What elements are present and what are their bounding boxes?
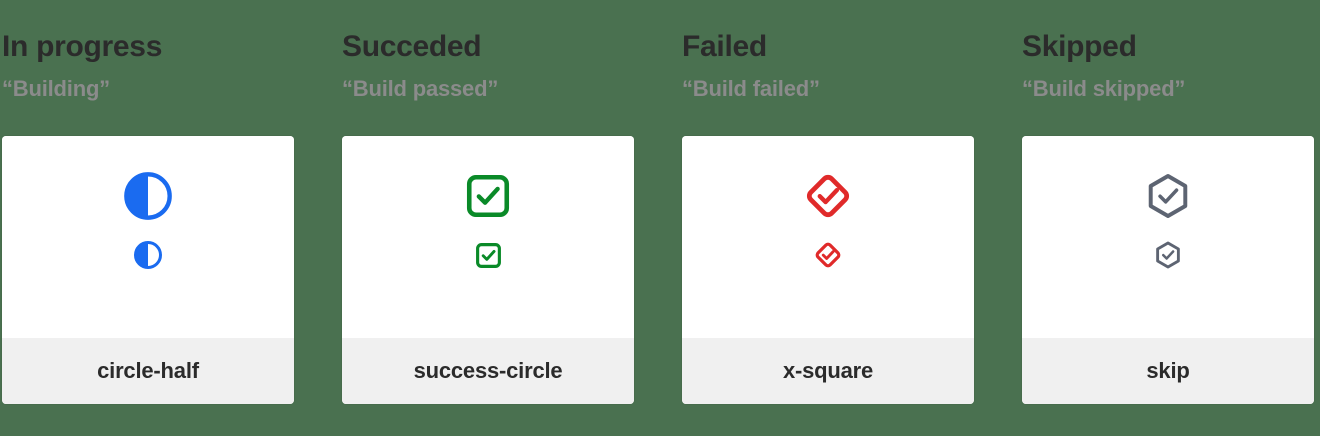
status-column-failed: Failed “Build failed” <box>680 0 1020 436</box>
icon-card-x-square[interactable]: x-square <box>682 136 974 404</box>
icon-preview-area <box>682 136 974 338</box>
column-header: Succeded “Build passed” <box>340 0 680 100</box>
icon-preview-area <box>1022 136 1314 338</box>
status-subtitle: “Build failed” <box>682 76 820 101</box>
icon-name-label: skip <box>1146 358 1190 383</box>
status-subtitle: “Build passed” <box>342 76 499 101</box>
icon-card-success-circle[interactable]: success-circle <box>342 136 634 404</box>
icon-card-circle-half[interactable]: circle-half <box>2 136 294 404</box>
icon-preview-area <box>342 136 634 338</box>
icon-card-footer: circle-half <box>2 338 294 404</box>
column-header: Skipped “Build skipped” <box>1020 0 1320 100</box>
status-subtitle: “Build skipped” <box>1022 76 1186 101</box>
circle-half-icon-small <box>133 240 163 270</box>
icon-card-footer: success-circle <box>342 338 634 404</box>
icon-name-label: success-circle <box>413 358 563 383</box>
circle-half-icon <box>122 170 174 222</box>
icon-card-footer: skip <box>1022 338 1314 404</box>
x-square-icon <box>802 170 854 222</box>
column-header: In progress “Building” <box>0 0 340 100</box>
skip-icon <box>1142 170 1194 222</box>
icon-card-footer: x-square <box>682 338 974 404</box>
success-circle-icon <box>462 170 514 222</box>
status-subtitle: “Building” <box>2 76 110 101</box>
icon-preview-area <box>2 136 294 338</box>
success-circle-icon-small <box>473 240 503 270</box>
status-title: Skipped <box>1022 30 1137 63</box>
icon-name-label: x-square <box>782 358 874 383</box>
icon-name-label: circle-half <box>97 358 199 383</box>
status-column-succeded: Succeded “Build passed” <box>340 0 680 436</box>
status-title: Succeded <box>342 30 482 63</box>
icon-card-skip[interactable]: skip <box>1022 136 1314 404</box>
skip-icon-small <box>1153 240 1183 270</box>
status-title: In progress <box>2 30 163 63</box>
status-column-in-progress: In progress “Building” <box>0 0 340 436</box>
x-square-icon-small <box>813 240 843 270</box>
status-column-skipped: Skipped “Build skipped” <box>1020 0 1320 436</box>
column-header: Failed “Build failed” <box>680 0 1020 100</box>
status-title: Failed <box>682 30 767 63</box>
